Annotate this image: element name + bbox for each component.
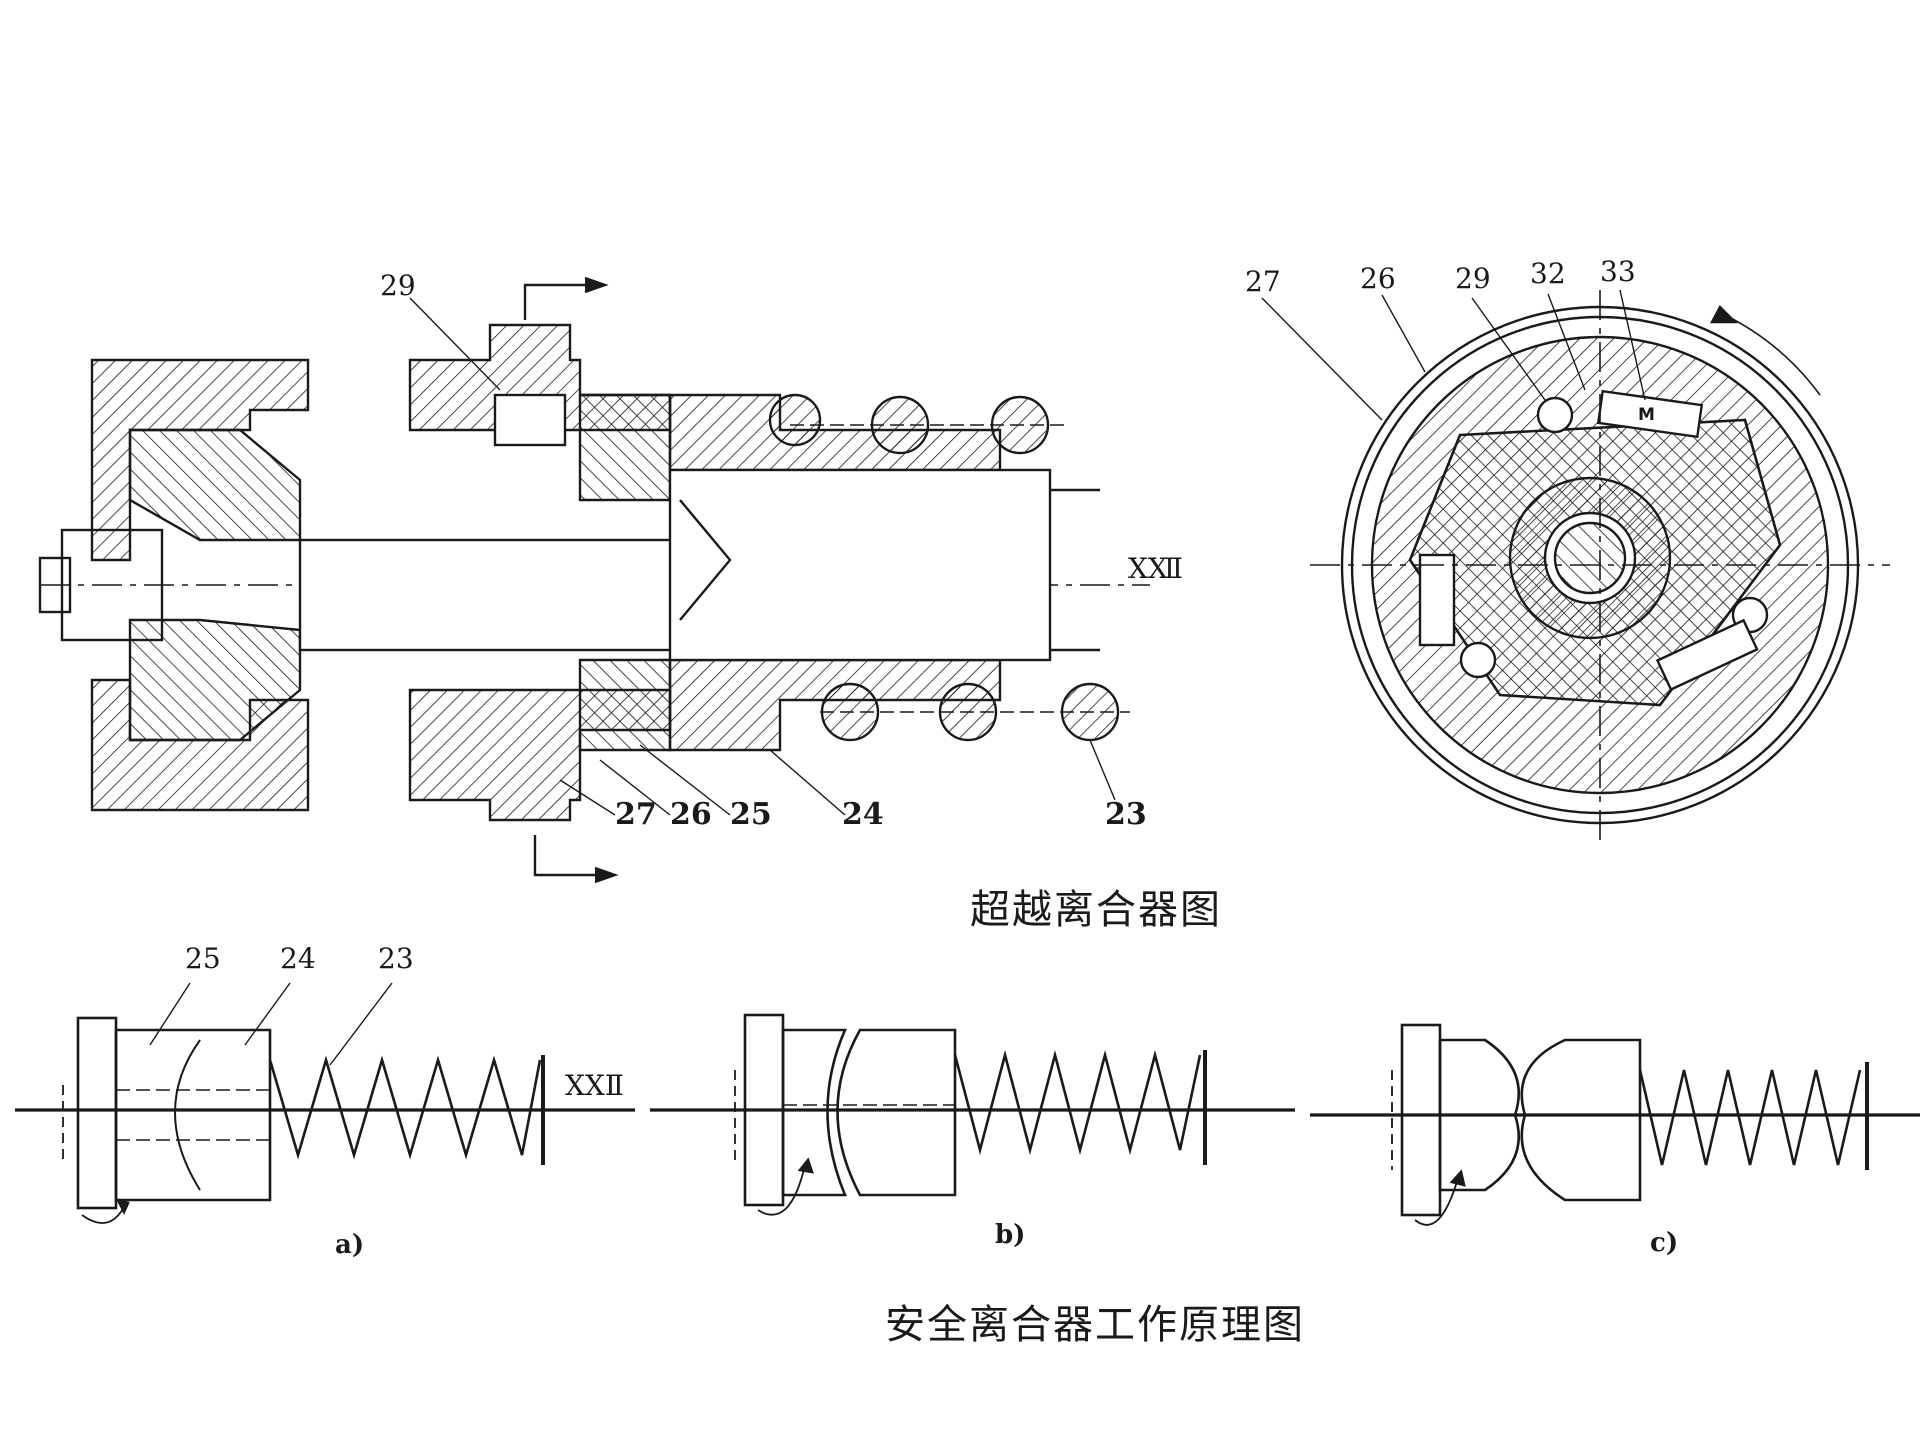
section-label-26: 26 [670, 797, 712, 832]
spring-pocket [1418, 553, 1456, 647]
bearing-lower [128, 618, 302, 742]
sub-label-c: c) [1650, 1228, 1679, 1258]
spring-pocket [1655, 618, 1759, 692]
principle-view-c [1310, 1023, 1920, 1226]
clutch-24-upper [668, 393, 1002, 472]
sub-label-a: a) [335, 1230, 365, 1260]
sub-label-b: b) [995, 1220, 1026, 1250]
spring-23 [953, 1049, 1202, 1156]
principle-view-b [650, 1013, 1295, 1216]
spring-23 [268, 1055, 542, 1160]
bearing-upper [128, 428, 302, 542]
section-shaft-mark: XⅫ [1128, 552, 1184, 585]
principle-label-23: 23 [378, 942, 414, 975]
clutch-25-lower [578, 658, 672, 752]
inner-shaft [298, 538, 722, 652]
principle-label-24: 24 [280, 942, 316, 975]
spring-engraving: M [1638, 405, 1655, 425]
roller-29 [493, 393, 567, 447]
roller [1459, 641, 1497, 679]
overrunning-clutch-caption: 超越离合器图 [970, 887, 1222, 933]
end-label-26: 26 [1360, 262, 1396, 295]
section-label-29: 29 [380, 269, 416, 302]
section-view [38, 276, 1150, 884]
end-label-33: 33 [1600, 255, 1636, 288]
housing-upper [90, 358, 310, 562]
spring-23 [1638, 1069, 1862, 1166]
spring-coil [768, 393, 822, 447]
section-label-23: 23 [1105, 797, 1147, 832]
end-label-27: 27 [1245, 265, 1281, 298]
safety-clutch-caption: 安全离合器工作原理图 [885, 1302, 1305, 1348]
end-view [1261, 289, 1890, 840]
section-label-24: 24 [842, 797, 884, 832]
flange-25 [76, 1016, 118, 1210]
end-label-32: 32 [1530, 257, 1566, 290]
flange-25 [1400, 1023, 1442, 1217]
end-label-29: 29 [1455, 262, 1491, 295]
clutch-25-upper [578, 393, 672, 502]
principle-label-25: 25 [185, 942, 221, 975]
section-label-27: 27 [615, 797, 657, 832]
hollow-shaft [668, 468, 1052, 662]
roller [1536, 396, 1574, 434]
principle-shaft-mark: XXⅡ [565, 1069, 624, 1102]
principle-view-a [15, 982, 635, 1224]
section-label-25: 25 [730, 797, 772, 832]
